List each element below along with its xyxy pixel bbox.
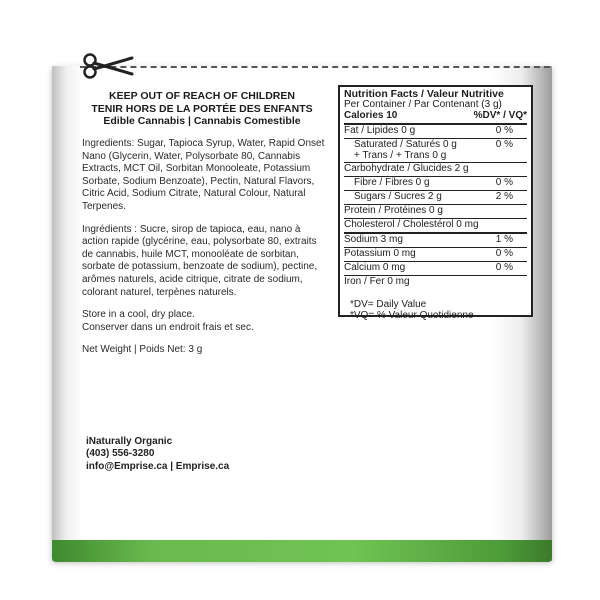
nutrition-row-divider [344, 260, 527, 262]
net-weight: Net Weight | Poids Net: 3 g [82, 344, 203, 356]
nutrition-calories-row: Calories 10 %DV* / VQ* [344, 109, 527, 122]
nutrition-footnote-dv: *DV= Daily Value [350, 298, 427, 310]
scissors-icon [83, 53, 134, 79]
nutrition-row-percent: 0 % [495, 261, 513, 273]
warning-children-fr: TENIR HORS DE LA PORTÉE DES ENFANTS [91, 102, 313, 115]
nutrition-row-divider [344, 231, 527, 234]
nutrition-row: Calcium 0 mg 0 % [344, 261, 527, 274]
nutrition-row-divider [344, 190, 527, 192]
nutrition-row: Carbohydrate / Glucides 2 g [344, 164, 527, 175]
nutrition-row: Saturated / Saturés 0 g 0 % [344, 138, 527, 151]
nutrition-calories: Calories 10 [344, 109, 398, 121]
storage-english: Store in a cool, dry place. [82, 309, 195, 321]
nutrition-facts-table: Nutrition Facts / Valeur Nutritive Per C… [338, 85, 533, 320]
nutrition-row-divider [344, 204, 527, 206]
nutrition-row: Potassium 0 mg 0 % [344, 247, 527, 260]
ingredients-english: Ingredients: Sugar, Tapioca Syrup, Water… [82, 138, 325, 212]
nutrition-row-label: Iron / Fer 0 mg [344, 275, 410, 287]
nutrition-row: Sugars / Sucres 2 g 2 % [344, 191, 527, 203]
nutrition-row-percent: 0 % [495, 124, 513, 136]
nutrition-row-divider [344, 218, 527, 220]
nutrition-dv-header: %DV* / VQ* [473, 109, 527, 121]
nutrition-divider [344, 122, 527, 125]
nutrition-row-divider [344, 137, 527, 139]
nutrition-row-percent: 0 % [495, 177, 513, 189]
nutrition-row: Cholesterol / Cholestérol 0 mg [344, 219, 527, 231]
nutrition-row: Fibre / Fibres 0 g 0 % [344, 177, 527, 189]
nutrition-row: Sodium 3 mg 1 % [344, 233, 527, 246]
nutrition-row-percent [513, 220, 527, 231]
nutrition-title: Nutrition Facts / Valeur Nutritive [344, 88, 504, 100]
nutrition-row: + Trans / + Trans 0 g [344, 149, 527, 162]
nutrition-row-percent [513, 164, 527, 175]
nutrition-row-label: Fat / Lipides 0 g [344, 124, 416, 136]
nutrition-row: Fat / Lipides 0 g 0 % [344, 124, 527, 137]
company-name: iNaturally Organic [86, 436, 173, 447]
warning-children-en: KEEP OUT OF REACH OF CHILDREN [109, 90, 295, 102]
ingredients-french: Ingrédients : Sucre, sirop de tapioca, e… [82, 223, 318, 298]
storage-instructions: Store in a cool, dry place. Conserver da… [82, 309, 327, 334]
nutrition-footnotes: *DV= Daily Value *VQ= % Valeur Quotidien… [344, 298, 527, 322]
nutrition-row-percent [513, 206, 527, 217]
nutrition-row-label: Cholesterol / Cholestérol 0 mg [344, 219, 479, 231]
nutrition-row-label: Fibre / Fibres 0 g [354, 177, 430, 189]
nutrition-row-label: Sugars / Sucres 2 g [354, 191, 442, 203]
nutrition-row-label: Calcium 0 mg [344, 261, 406, 273]
nutrition-row-label: Saturated / Saturés 0 g [354, 138, 457, 150]
nutrition-row-percent: 0 % [495, 247, 513, 259]
nutrition-row-percent: 2 % [495, 191, 513, 203]
email-website: info@Emprise.ca | Emprise.ca [86, 460, 230, 472]
nutrition-row-divider [344, 162, 527, 164]
tear-line [80, 66, 550, 68]
nutrition-row-label: Protein / Protéines 0 g [344, 205, 443, 217]
nutrition-footnote-vq: *VQ= % Valeur Quotidienne [350, 309, 474, 321]
nutrition-row-label: Carbohydrate / Glucides 2 g [344, 163, 469, 175]
storage-french: Conserver dans un endroit frais et sec. [82, 321, 254, 333]
contact-block: iNaturally Organic (403) 556-3280 info@E… [86, 436, 326, 473]
nutrition-row: Iron / Fer 0 mg [344, 275, 527, 288]
phone-number: (403) 556-3280 [86, 448, 155, 460]
nutrition-row-percent [513, 151, 527, 162]
product-category: Edible Cannabis | Cannabis Comestible [103, 115, 301, 127]
nutrition-row-divider [344, 176, 527, 178]
nutrition-row-percent [513, 277, 527, 288]
ingredients-block: Ingredients: Sugar, Tapioca Syrup, Water… [82, 138, 327, 367]
nutrition-serving: Per Container / Par Contenant (3 g) [344, 98, 502, 110]
nutrition-row-divider [344, 246, 527, 248]
nutrition-row-divider [344, 274, 527, 276]
nutrition-row-label: Sodium 3 mg [344, 233, 403, 245]
nutrition-row: Protein / Protéines 0 g [344, 205, 527, 217]
package-bottom-stripe [52, 540, 552, 562]
nutrition-row-percent: 1 % [495, 233, 513, 245]
nutrition-row-label: Potassium 0 mg [344, 247, 416, 259]
warning-block: KEEP OUT OF REACH OF CHILDREN TENIR HORS… [82, 90, 322, 128]
nutrition-row-label: + Trans / + Trans 0 g [354, 149, 447, 161]
nutrition-row-percent: 0 % [495, 138, 513, 150]
